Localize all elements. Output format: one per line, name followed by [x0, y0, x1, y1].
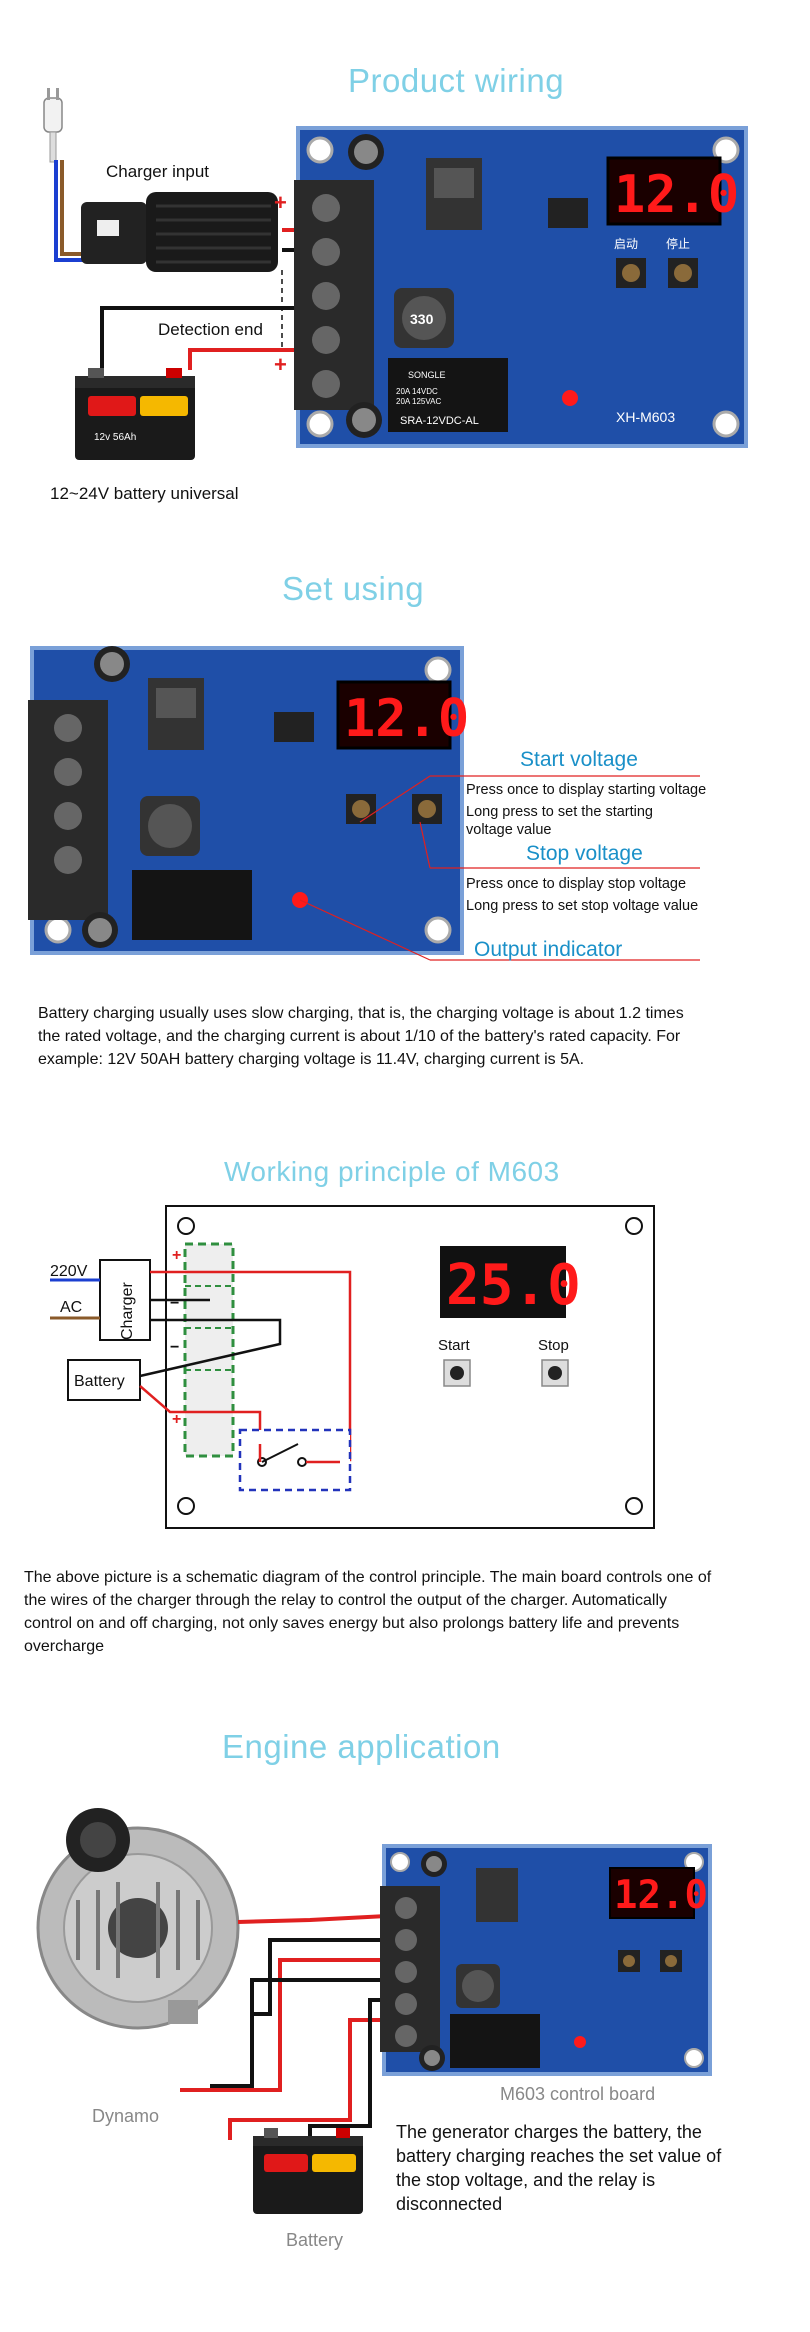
power-plug-icon — [43, 88, 63, 163]
battery-universal-label: 12~24V battery universal — [50, 484, 239, 503]
stop-button-label: 停止 — [666, 236, 690, 251]
board-model-text: XH-M603 — [616, 409, 675, 425]
plus-sign-1: + — [274, 190, 287, 215]
set-display-value: 12.0 — [344, 689, 469, 749]
working-principle-title: Working principle of M603 — [224, 1156, 560, 1187]
charger-input-label: Charger input — [106, 162, 210, 181]
start-label: Start — [438, 1337, 471, 1354]
term-plus-1: + — [172, 1247, 181, 1264]
engine-display-value: 12.0 — [614, 1873, 708, 1918]
start-voltage-desc-3: voltage value — [466, 822, 552, 838]
set-using-title: Set using — [282, 570, 425, 607]
relay-model-text: SRA-12VDC-AL — [400, 415, 479, 427]
start-voltage-desc-2: Long press to set the starting — [466, 804, 653, 820]
stop-label: Stop — [538, 1337, 569, 1354]
detection-end-label: Detection end — [158, 320, 263, 339]
term-minus-2: − — [170, 1339, 179, 1356]
term-plus-2: + — [172, 1411, 181, 1428]
relay-spec-text-1: 20A 14VDC — [396, 387, 438, 396]
pcb-board-image-3: 12.0 — [380, 1844, 712, 2076]
inductor-code-text: 330 — [410, 311, 434, 327]
battery-label-2: Battery — [286, 2230, 344, 2250]
schematic-diagram: + − − + Charger 220V AC Battery 25.0 Sta… — [50, 1205, 655, 1529]
charger-box-label: Charger — [119, 1282, 136, 1340]
ac-label-2: AC — [60, 1299, 82, 1316]
stop-voltage-desc-2: Long press to set stop voltage value — [466, 898, 699, 914]
stop-voltage-title: Stop voltage — [526, 842, 643, 865]
product-wiring-title: Product wiring — [348, 62, 565, 99]
board-label: M603 control board — [500, 2084, 656, 2104]
battery-image-2 — [253, 2128, 363, 2214]
pcb-board-image: 330 SONGLE 20A 14VDC 20A 125VAC SRA-12VD… — [294, 126, 748, 448]
annotation-lines — [299, 775, 700, 961]
term-minus-1: − — [170, 1295, 179, 1312]
start-voltage-title: Start voltage — [520, 748, 638, 771]
pcb-board-image-2: 12.0 — [28, 646, 469, 955]
relay-brand-text: SONGLE — [408, 370, 446, 380]
schematic-display-value: 25.0 — [446, 1253, 581, 1318]
principle-paragraph: The above picture is a schematic diagram… — [24, 1569, 712, 1655]
battery-box-label: Battery — [74, 1373, 125, 1390]
engine-application-title: Engine application — [222, 1728, 501, 1765]
pcb-display-value: 12.0 — [614, 165, 739, 225]
stop-voltage-desc-1: Press once to display stop voltage — [466, 876, 687, 892]
engine-wiring-lines — [180, 1914, 389, 2150]
plus-sign-2: + — [274, 352, 287, 377]
relay-spec-text-2: 20A 125VAC — [396, 397, 441, 406]
dynamo-label: Dynamo — [92, 2106, 160, 2126]
ac-label-1: 220V — [50, 1263, 88, 1280]
battery-size-text: 12v 56Ah — [94, 432, 136, 443]
start-button-label: 启动 — [614, 237, 638, 251]
output-indicator-title: Output indicator — [474, 938, 623, 961]
charger-image — [81, 192, 278, 272]
battery-image: 12v 56Ah — [75, 368, 195, 460]
dynamo-image — [36, 1808, 240, 2030]
charging-paragraph: Battery charging usually uses slow charg… — [38, 1005, 684, 1068]
engine-paragraph: The generator charges the battery, the b… — [396, 2122, 722, 2214]
start-voltage-desc-1: Press once to display starting voltage — [466, 782, 707, 798]
